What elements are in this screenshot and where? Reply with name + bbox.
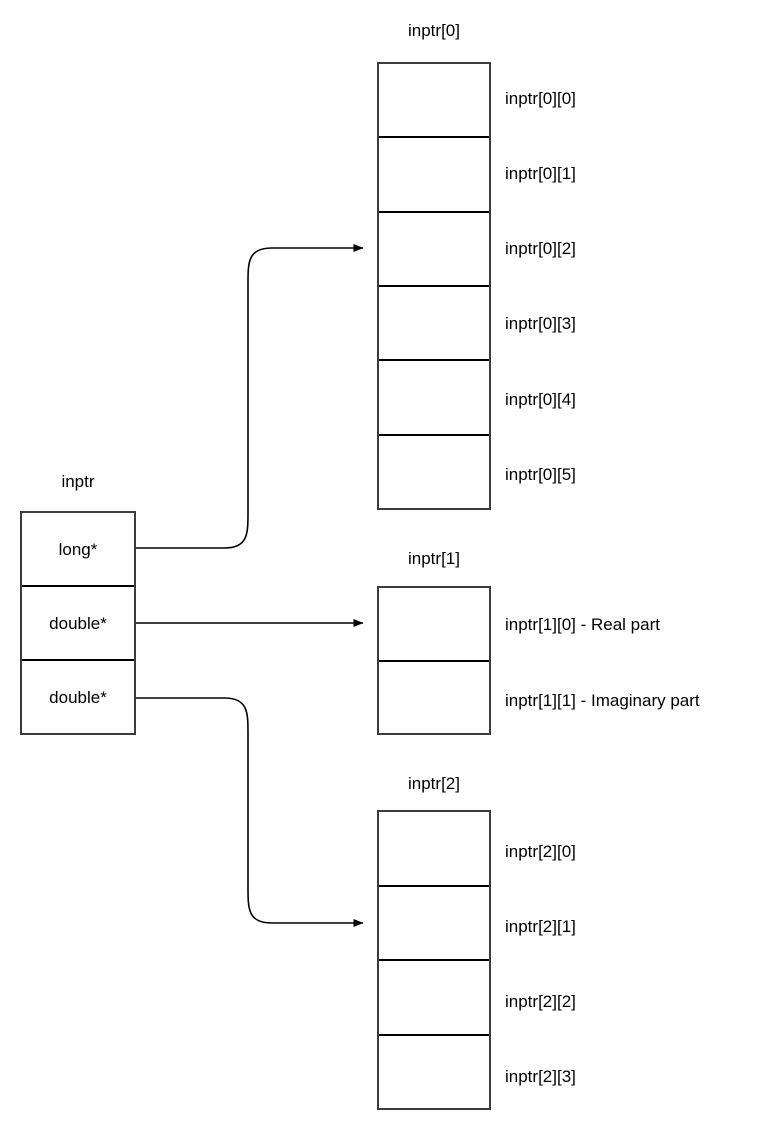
inptr2-cell-2 [379,961,489,1036]
inptr2-cell-0 [379,812,489,887]
inptr2-cell-3 [379,1035,489,1108]
connector-double2-to-inptr2 [136,697,364,927]
inptr1-cell-1-label: inptr[1][1] - Imaginary part [505,691,700,710]
inptr0-array-box [377,62,491,510]
inptr0-cell-5-label: inptr[0][5] [505,465,576,484]
inptr0-cell-1 [379,138,489,213]
inptr2-cell-1 [379,886,489,961]
inptr1-cell-0-label: inptr[1][0] - Real part [505,615,660,634]
struct-field-0: long* [22,513,134,587]
struct-field-2-label: double* [49,687,107,707]
inptr-struct-box: long* double* double* [20,511,136,735]
inptr0-cell-0 [379,64,489,139]
inptr0-cell-0-label: inptr[0][0] [505,89,576,108]
inptr2-cell-3-label: inptr[2][3] [505,1067,576,1086]
inptr0-cell-3-label: inptr[0][3] [505,314,576,333]
inptr0-cell-4-label: inptr[0][4] [505,390,576,409]
inptr2-array-caption: inptr[2] [408,774,460,793]
struct-field-2: double* [22,661,134,733]
inptr1-array-caption: inptr[1] [408,549,460,568]
inptr1-array-box [377,586,491,735]
inptr0-cell-2 [379,212,489,287]
inptr-struct-caption: inptr [61,472,95,491]
inptr0-cell-4 [379,361,489,436]
struct-field-1: double* [22,587,134,661]
inptr2-array-box [377,810,491,1110]
inptr1-cell-1 [379,661,489,733]
inptr1-cell-0 [379,588,489,662]
connector-long-to-inptr0 [136,244,364,549]
inptr2-cell-0-label: inptr[2][0] [505,842,576,861]
inptr0-cell-5 [379,435,489,508]
struct-field-0-label: long* [58,539,98,559]
inptr2-cell-1-label: inptr[2][1] [505,917,576,936]
inptr2-cell-2-label: inptr[2][2] [505,992,576,1011]
inptr0-array-caption: inptr[0] [408,21,460,40]
inptr0-cell-3 [379,286,489,362]
struct-field-1-label: double* [49,613,107,633]
inptr0-cell-2-label: inptr[0][2] [505,239,576,258]
inptr0-cell-1-label: inptr[0][1] [505,164,576,183]
